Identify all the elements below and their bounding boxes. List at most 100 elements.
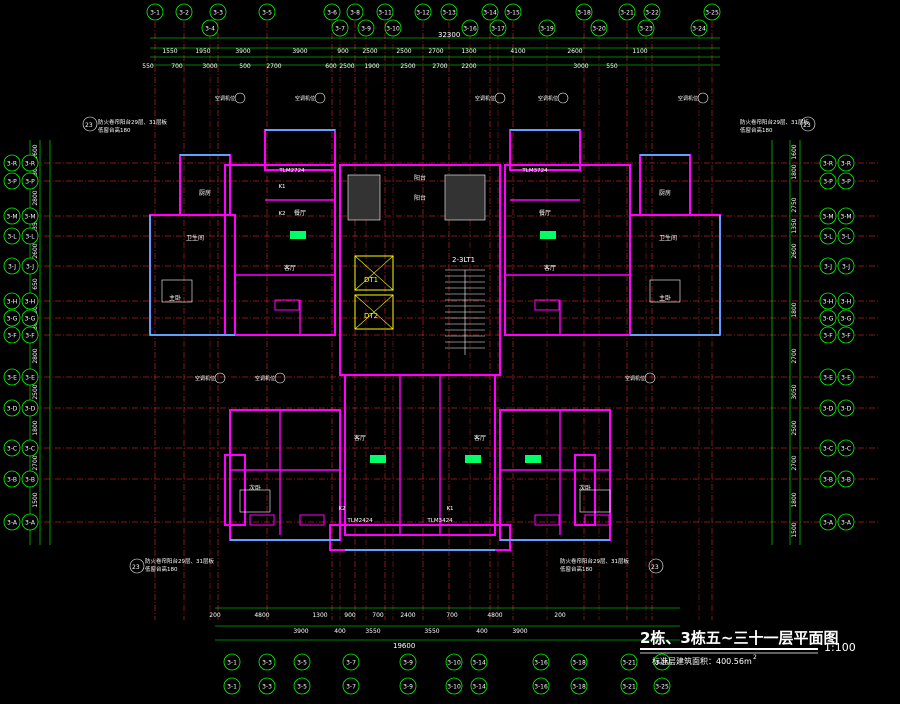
axis-bubble-label: 3-21 bbox=[622, 660, 636, 667]
callout-group: 空调机位 bbox=[538, 92, 569, 104]
elevator-shaft-2 bbox=[354, 294, 394, 330]
axis-bubble-circle bbox=[258, 3, 276, 21]
axis-bubble-circle bbox=[837, 154, 855, 172]
axis-bubble-circle bbox=[470, 653, 488, 671]
axis-bubble-circle bbox=[258, 677, 276, 695]
axis-bubble-label: 3-R bbox=[7, 161, 17, 168]
axis-bubble-bottom: 3-1 bbox=[223, 653, 241, 671]
axis-bubble-left-2: 3-P bbox=[21, 172, 39, 190]
axis-bubble-right: 3-F bbox=[819, 326, 837, 344]
room-label: 主卧 bbox=[169, 294, 181, 302]
dimension-text-right: 1350 bbox=[791, 218, 798, 233]
axis-bubble-label: 3-15 bbox=[506, 10, 520, 17]
axis-bubble-circle bbox=[21, 227, 39, 245]
drawing-title: 2栋、3栋五~三十一层平面图 bbox=[640, 629, 838, 647]
top-total-dimension: 32300 bbox=[438, 31, 460, 39]
axis-bubble-left-2: 3-G bbox=[21, 309, 39, 327]
axis-bubble-right: 3-B bbox=[819, 470, 837, 488]
axis-bubble-label: 3-3 bbox=[262, 660, 272, 667]
axis-bubble-circle bbox=[376, 3, 394, 21]
dimension-text-right: 2500 bbox=[791, 420, 798, 435]
axis-bubble-circle bbox=[384, 19, 402, 37]
axis-bubble-left: 3-M bbox=[3, 207, 21, 225]
axis-bubble-label: 3-C bbox=[25, 446, 35, 453]
dimension-text-bottom-2: 3550 bbox=[424, 628, 439, 635]
axis-bubble-circle bbox=[837, 257, 855, 275]
axis-bubble-left: 3-J bbox=[3, 257, 21, 275]
stair-label: 2-3LT1 bbox=[452, 256, 475, 264]
corner-tag-top-right: 23 bbox=[800, 116, 816, 132]
wall-outline bbox=[504, 164, 631, 336]
room-label: 客厅 bbox=[354, 434, 366, 442]
axis-bubble-bottom-2: 3-14 bbox=[470, 677, 488, 695]
shaft-hatch bbox=[444, 174, 486, 221]
dimension-text-right: 3050 bbox=[791, 384, 798, 399]
axis-bubble-circle bbox=[21, 154, 39, 172]
tag-label: K2 bbox=[278, 211, 285, 217]
axis-bubble-circle bbox=[21, 326, 39, 344]
axis-grid-lines bbox=[22, 22, 878, 620]
axis-bubble-left-2: 3-C bbox=[21, 439, 39, 457]
elevator-cross bbox=[354, 294, 394, 330]
axis-bubble-bottom: 3-9 bbox=[399, 653, 417, 671]
note-right-line1: 防火卷帘阳台29层、31层板 bbox=[740, 118, 809, 126]
axis-bubble-bottom-2: 3-18 bbox=[570, 677, 588, 695]
axis-bubble-label: 3-14 bbox=[472, 684, 486, 691]
axis-bubble-circle bbox=[3, 309, 21, 327]
axis-bubble-left-2: 3-H bbox=[21, 292, 39, 310]
tag-label: K1 bbox=[278, 184, 285, 190]
axis-bubble-label: 3-B bbox=[25, 477, 35, 484]
room-label: 客厅 bbox=[284, 264, 296, 272]
axis-bubble-label: 3-10 bbox=[386, 26, 400, 33]
room-label: 餐厅 bbox=[539, 209, 551, 217]
axis-bubble-left-2: 3-D bbox=[21, 399, 39, 417]
building-walls bbox=[149, 129, 721, 551]
axis-bubble-circle bbox=[3, 439, 21, 457]
axis-bubble-label: 3-12 bbox=[416, 10, 430, 17]
axis-bubble-right-2: 3-M bbox=[837, 207, 855, 225]
axis-bubble-label: 3-1 bbox=[227, 684, 237, 691]
axis-bubble-label: 3-14 bbox=[472, 660, 486, 667]
dimension-text-bottom: 200 bbox=[209, 612, 221, 619]
axis-bubble-top-sub: 3-20 bbox=[590, 19, 608, 37]
dimension-text-top: 3900 bbox=[292, 48, 307, 55]
callout-group: 空调机位 bbox=[195, 372, 226, 384]
axis-bubble-circle bbox=[357, 19, 375, 37]
callout-group: 空调机位 bbox=[215, 92, 246, 104]
axis-bubble-label: 3-E bbox=[823, 375, 833, 382]
axis-bubble-circle bbox=[223, 677, 241, 695]
axis-bubble-right-2: 3-L bbox=[837, 227, 855, 245]
room-labels: 客厅客厅客厅客厅主卧主卧次卧次卧餐厅餐厅厨房厨房卫生间卫生间阳台阳台空调机位空调… bbox=[169, 92, 709, 524]
dimension-text-left: 1800 bbox=[32, 420, 39, 435]
axis-bubble-bottom: 3-25 bbox=[653, 653, 671, 671]
axis-bubble-circle bbox=[504, 3, 522, 21]
axis-bubble-label: 3-L bbox=[841, 234, 851, 241]
callout-bubble bbox=[214, 372, 226, 384]
axis-bubble-circle bbox=[575, 3, 593, 21]
room-label: 次卧 bbox=[249, 484, 261, 492]
callout-bubble bbox=[234, 92, 246, 104]
callout-text: 空调机位 bbox=[215, 95, 235, 102]
axis-bubble-label: 3-9 bbox=[361, 26, 371, 33]
dimension-text-top: 3900 bbox=[235, 48, 250, 55]
axis-bubble-label: 3-F bbox=[823, 333, 833, 340]
axis-bubble-circle bbox=[690, 19, 708, 37]
area-note: 标准层建筑面积：400.56m bbox=[652, 656, 752, 666]
axis-bubble-right: 3-R bbox=[819, 154, 837, 172]
axis-bubble-bottom: 3-10 bbox=[445, 653, 463, 671]
axis-bubble-label: 3-4 bbox=[205, 26, 215, 33]
axis-bubble-right-2: 3-R bbox=[837, 154, 855, 172]
axis-bubble-circle bbox=[399, 653, 417, 671]
bottom-total-dimension: 19600 bbox=[393, 642, 415, 650]
axis-bubble-circle bbox=[532, 677, 550, 695]
axis-bubble-right-2: 3-P bbox=[837, 172, 855, 190]
axis-bubble-circle bbox=[481, 3, 499, 21]
tag-label: TLM2724 bbox=[278, 168, 305, 174]
axis-bubble-circle bbox=[342, 677, 360, 695]
axis-bubble-circle bbox=[3, 154, 21, 172]
axis-bubble-label: 3-P bbox=[7, 179, 17, 186]
axis-bubble-bottom-2: 3-25 bbox=[653, 677, 671, 695]
corner-tag-bottom-left: 23 bbox=[129, 558, 145, 574]
